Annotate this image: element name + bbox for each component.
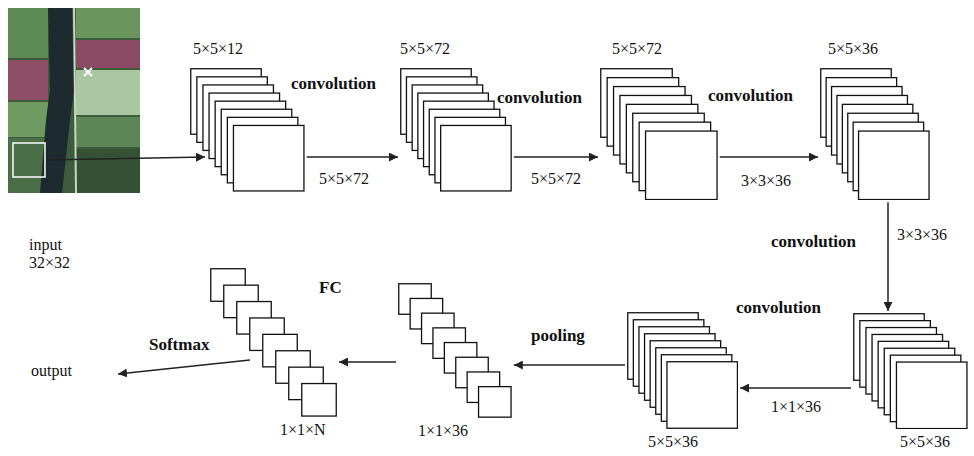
input-arrow	[46, 157, 205, 160]
patch-window	[13, 143, 45, 177]
operation-label: convolution	[496, 88, 583, 108]
satellite-image	[8, 8, 140, 193]
flow-arrow	[514, 156, 598, 158]
dimension-label: 5×5×12	[193, 40, 243, 58]
kernel-size-label: 5×5×72	[530, 170, 582, 188]
flow-arrow	[720, 156, 818, 158]
feature-map-stack: 1×1×36	[398, 283, 512, 418]
output-label: output	[30, 362, 73, 380]
feature-map-layer	[859, 131, 930, 200]
field	[76, 40, 140, 68]
operation-label: convolution	[735, 298, 822, 318]
feature-map-stack: 5×5×12	[190, 68, 305, 192]
operation-label: FC	[318, 278, 343, 298]
input-size-label: input 32×32	[28, 236, 86, 273]
marker	[84, 68, 92, 76]
feature-map-stack: 5×5×36	[820, 68, 930, 200]
operation-label: pooling	[530, 326, 586, 346]
dimension-label: 5×5×36	[648, 433, 698, 451]
operation-label: Softmax	[148, 335, 210, 355]
dimension-label: 5×5×72	[612, 40, 662, 58]
dimension-label: 5×5×36	[828, 40, 878, 58]
field	[76, 8, 140, 38]
feature-map-layer	[302, 384, 337, 417]
kernel-size-label: 3×3×36	[896, 226, 948, 244]
feature-map-layer	[233, 125, 304, 191]
kernel-size-label: 1×1×36	[770, 398, 822, 416]
stack-outline	[627, 312, 738, 429]
dimension-label: 1×1×36	[418, 422, 468, 440]
feature-map-stack: 5×5×72	[400, 68, 512, 192]
softmax-arrow	[118, 360, 250, 374]
operation-label: convolution	[290, 74, 377, 94]
feature-map-stack: 5×5×36	[853, 313, 968, 429]
stack-outline	[820, 68, 930, 200]
feature-map-stack: 5×5×72	[600, 68, 718, 200]
flow-arrow	[740, 387, 851, 389]
flow-arrow	[887, 202, 889, 311]
dimension-label: 5×5×72	[400, 40, 450, 58]
stack-outline	[190, 68, 305, 192]
feature-map-layer	[646, 131, 718, 200]
field	[76, 149, 140, 193]
kernel-size-label: 5×5×72	[318, 170, 370, 188]
flow-arrow	[514, 364, 625, 366]
image-ground	[8, 8, 140, 193]
field	[8, 102, 48, 137]
field	[76, 117, 140, 147]
flow-arrow	[339, 361, 396, 363]
feature-map-stack: 5×5×36	[627, 312, 738, 429]
dimension-label: 5×5×36	[900, 433, 950, 451]
field	[8, 60, 48, 100]
field	[76, 70, 140, 115]
feature-map-layer	[896, 362, 967, 429]
road	[74, 8, 76, 193]
flow-arrow	[307, 156, 398, 158]
field	[8, 8, 48, 58]
stack-outline	[400, 68, 512, 192]
feature-map-layer	[667, 362, 738, 429]
stack-outline	[398, 283, 512, 418]
stack-outline	[853, 313, 968, 429]
feature-map-layer	[479, 387, 512, 418]
dimension-label: 1×1×N	[280, 421, 326, 439]
operation-label: convolution	[770, 232, 857, 252]
kernel-size-label: 3×3×36	[740, 172, 792, 190]
stack-outline	[600, 68, 718, 200]
feature-map-layer	[441, 125, 512, 191]
operation-label: convolution	[707, 86, 794, 106]
